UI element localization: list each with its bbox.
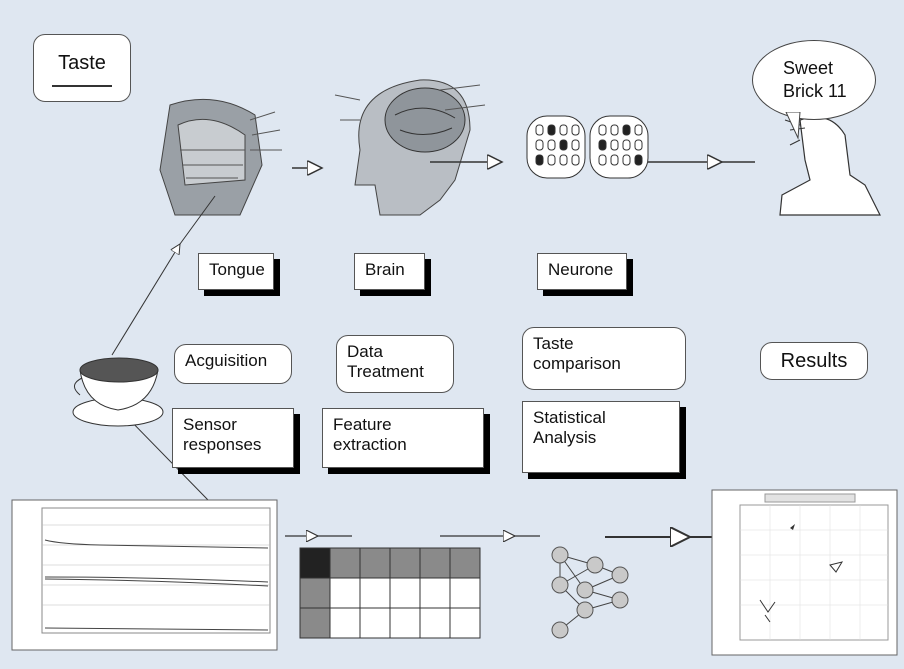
statistical-analysis-box: Statistical Analysis (522, 401, 680, 473)
taste-title-underline (52, 85, 112, 87)
feature-extraction-box: Feature extraction (322, 408, 484, 468)
sensor-response-plot (11, 499, 278, 651)
result-scatter-plot (711, 489, 898, 656)
coffee-cup-illustration (72, 357, 164, 427)
feature-extraction-line1: Feature (333, 415, 392, 434)
speech-bubble-line2: Brick 11 (783, 80, 847, 101)
neurone-grid-illustration (526, 115, 649, 179)
statistical-analysis-line1: Statistical (533, 408, 606, 427)
data-treatment-box: Data Treatment (336, 335, 454, 393)
taste-title: Taste (58, 52, 106, 74)
speech-bubble-line1: Sweet (783, 58, 834, 78)
statistical-analysis-line2: Analysis (533, 428, 597, 448)
top-flow-arrows (292, 162, 755, 168)
brain-illustration (334, 79, 486, 216)
neural-network-icon (551, 546, 629, 639)
taste-title-box: Taste (33, 34, 131, 102)
acquisition-box: Acguisition (174, 344, 292, 384)
sensor-responses-box: Sensor responses (172, 408, 294, 468)
bottom-flow-arrows (285, 536, 712, 537)
speech-bubble-tail (785, 112, 801, 140)
results-text: Results (780, 350, 848, 372)
head-section-illustration (155, 98, 282, 220)
tongue-label: Tongue (198, 253, 274, 290)
data-treatment-line1: Data (347, 342, 383, 361)
speech-bubble: Sweet Brick 11 (752, 40, 876, 120)
feature-extraction-line2: extraction (333, 435, 407, 455)
feature-matrix (299, 547, 481, 639)
taste-comparison-line1: Taste (533, 334, 574, 353)
neurone-label: Neurone (537, 253, 627, 290)
sensor-responses-line2: responses (183, 435, 262, 455)
sensor-responses-line1: Sensor (183, 415, 237, 434)
results-box: Results (760, 342, 868, 380)
brain-label-text: Brain (365, 260, 405, 279)
tongue-label-text: Tongue (209, 260, 265, 279)
acquisition-connectors (111, 195, 216, 501)
acquisition-text: Acguisition (185, 351, 268, 370)
neurone-label-text: Neurone (548, 260, 614, 279)
taste-comparison-line2: comparison (533, 354, 621, 374)
brain-label: Brain (354, 253, 425, 290)
taste-comparison-box: Taste comparison (522, 327, 686, 390)
data-treatment-line2: Treatment (347, 362, 424, 382)
